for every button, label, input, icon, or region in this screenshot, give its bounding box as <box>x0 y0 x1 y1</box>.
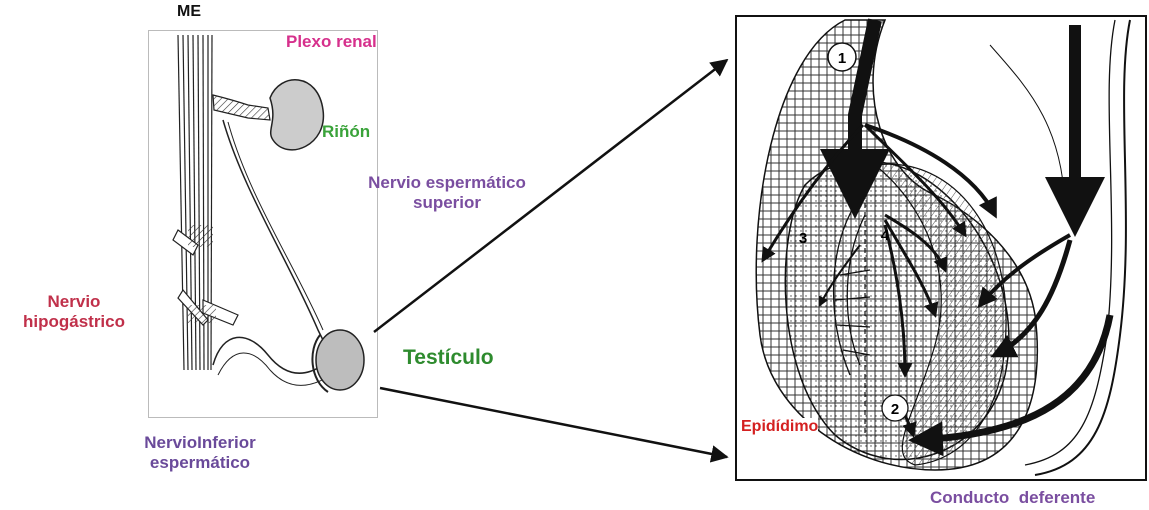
arrow-to-lower-detail <box>380 388 727 457</box>
label-epididimo: Epidídimo <box>741 418 818 436</box>
marker-2: 2 <box>891 401 899 418</box>
label-plexo-renal: Plexo renal <box>286 32 377 52</box>
label-conducto-deferente: Conducto deferente <box>930 488 1095 508</box>
marker-1: 1 <box>838 50 846 67</box>
label-nervio-hipogastrico: Nervio hipogástrico <box>10 292 138 331</box>
testis-detail-drawing: 1 3 4 2 <box>735 15 1147 481</box>
kidney-shape <box>270 80 323 150</box>
label-nervio-inferior-espermatico: NervioInferior espermático <box>110 433 290 472</box>
label-nervio-espermatico-superior: Nervio espermático superior <box>327 173 567 212</box>
label-testiculo: Testículo <box>403 346 494 370</box>
testicle-shape <box>316 330 364 390</box>
ganglion-1 <box>188 225 213 247</box>
nerve-anatomy-drawing <box>148 30 378 418</box>
ganglion-2 <box>188 305 216 323</box>
marker-4: 4 <box>881 227 890 244</box>
label-me: ME <box>177 3 201 21</box>
label-rinon: Riñón <box>322 122 370 142</box>
marker-3: 3 <box>799 230 807 247</box>
